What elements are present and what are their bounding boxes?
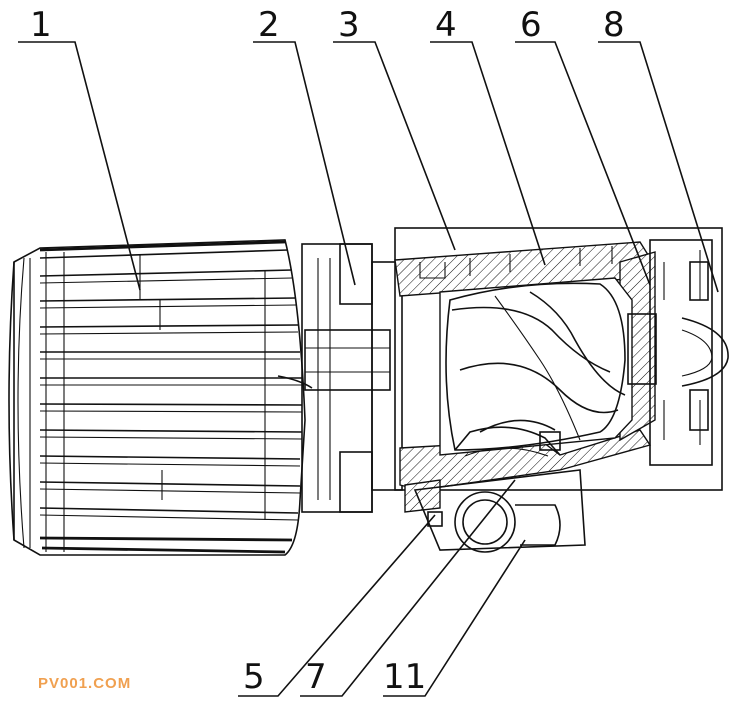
motor-fin [39,324,299,328]
stator-sleeve [454,426,561,456]
valve-housing [649,239,713,466]
rotor-flight [459,362,619,414]
motor-fin [39,269,293,277]
motor-fin [39,297,297,302]
outlet-nub [427,511,443,527]
part-label-2: 2 [258,5,280,45]
leader-line-7 [300,479,516,697]
leader-line-2 [253,41,356,286]
coupling-body [301,243,403,513]
motor-fin [39,410,303,413]
motor-fin [39,304,297,309]
leader-line-3 [333,41,456,251]
pump-outer-casing [394,227,723,491]
motor-fin [39,514,299,521]
pump-body [394,227,729,513]
coupling-flange [339,243,373,305]
motor-housing [8,239,313,556]
motor-fin [39,277,293,284]
outlet-pipe-inner [462,499,508,545]
leader-lines [18,41,719,697]
rotor-flight [451,306,611,373]
motor-fin [39,462,301,467]
motor-fin [39,429,303,433]
outlet-assembly [413,469,586,553]
motor-fin [39,331,299,335]
motor-fin [39,481,301,487]
part-label-6: 6 [520,5,542,45]
motor-fin [39,249,289,259]
motor-slot-mark [277,375,313,389]
valve-dome [681,317,729,387]
motor-fin [39,403,303,406]
motor-fin [39,488,301,494]
leader-line-6 [515,41,651,286]
outlet-fitting [515,504,561,546]
rotor-flight [529,291,626,396]
leader-line-1 [18,41,141,291]
stator-sleeve-inner [464,447,549,457]
valve-port-bottom [689,389,709,431]
motor-fin [39,455,301,460]
motor-fin [39,536,293,542]
watermark: PV001.COM [38,675,131,692]
part-label-3: 3 [338,5,360,45]
coupling-detail [317,258,331,500]
motor-fin [39,436,303,440]
motor-fin [39,240,286,252]
screw-chamber [439,277,633,456]
leader-line-8 [598,41,719,293]
valve-dome-inner [681,329,713,377]
leader-line-5 [238,514,436,697]
part-label-4: 4 [435,5,457,45]
top-port-detail [419,246,613,279]
seal-block [539,431,561,451]
motor-outline [13,239,306,556]
coupling-flange-lower [339,451,373,513]
valve-port-top [689,261,709,301]
motor-fins [39,240,303,554]
leader-line-11 [383,539,526,697]
valve-channel [663,250,701,445]
part-label-11: 11 [383,657,426,697]
valve-disc [627,313,657,385]
leader-line-4 [430,41,546,266]
rotor-flight [494,295,581,441]
outlet-body [413,469,586,551]
motor-fin [39,507,299,514]
shaft-seat-inner [305,347,390,373]
rotor-body [445,282,626,451]
part-labels: 1 2 3 4 6 8 5 7 11 [30,5,625,697]
part-label-5: 5 [243,657,265,697]
outlet-pipe-outer [454,491,516,553]
motor-fin [41,546,286,554]
coupling-block [301,243,373,513]
part-label-8: 8 [603,5,625,45]
shaft-seat [304,329,391,391]
motor-front-cap-inner [17,257,25,549]
part-label-1: 1 [30,5,52,45]
motor-ribs [29,252,266,552]
intermediate-plate [371,261,403,491]
motor-front-cap [8,261,15,541]
part-label-7: 7 [305,657,327,697]
